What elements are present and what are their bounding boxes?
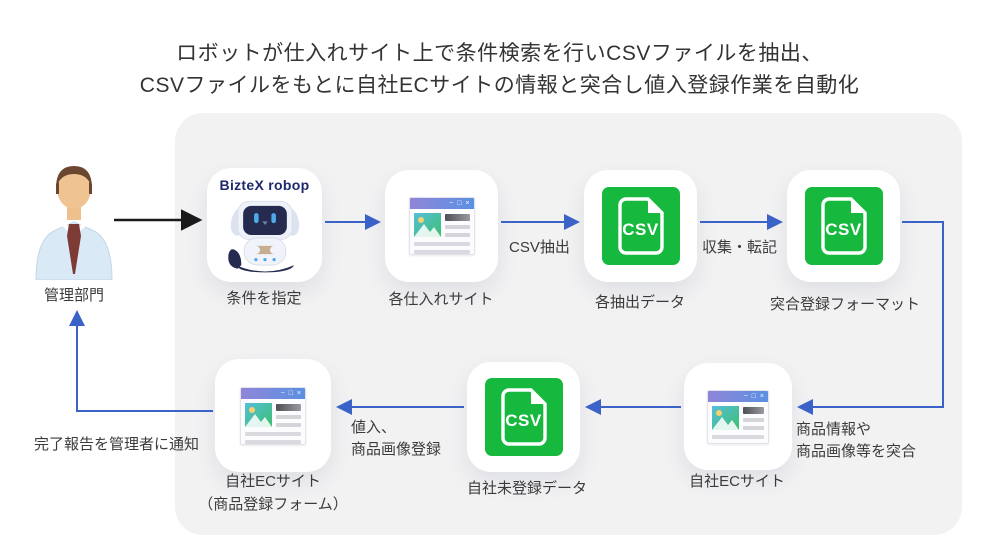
browser-titlebar: − □ × — [708, 390, 768, 402]
text-line-placeholder — [712, 434, 764, 439]
unregistered-data-card: CSV — [467, 362, 580, 472]
text-line-placeholder — [743, 406, 764, 414]
text-line-placeholder — [712, 443, 764, 444]
edge-label-value-input: 値入、 商品画像登録 — [351, 417, 441, 461]
supplier-sites-label: 各仕入れサイト — [388, 291, 494, 308]
matching-format-label: 突合登録フォーマット — [769, 296, 921, 313]
edge-label-collect-transcribe: 収集・転記 — [702, 239, 778, 256]
matching-format-card: CSV — [787, 170, 900, 282]
manager-avatar — [35, 166, 113, 280]
text-line-placeholder — [245, 439, 301, 444]
text-line-placeholder — [444, 233, 470, 237]
browser-titlebar: − □ × — [409, 198, 474, 209]
edge-label-match-products-line2: 商品画像等を突合 — [796, 442, 917, 460]
robot-step-label: 条件を指定 — [226, 290, 302, 307]
diagram-title: ロボットが仕入れサイト上で条件検索を行いCSVファイルを抽出、 CSVファイルを… — [120, 38, 880, 101]
image-thumbnail-icon — [712, 405, 739, 430]
window-controls-icon: − □ × — [280, 389, 302, 397]
edge-label-value-input-line2: 商品画像登録 — [351, 440, 442, 458]
image-thumbnail-icon — [413, 213, 441, 237]
csv-label: CSV — [622, 220, 659, 239]
ec-site-form-label-line2: （商品登録フォーム） — [198, 496, 348, 514]
text-line-placeholder — [245, 431, 301, 436]
browser-icon: − □ × — [707, 389, 769, 444]
csv-file-icon: CSV — [484, 378, 563, 456]
text-line-placeholder — [444, 225, 470, 229]
ec-site-label: 自社ECサイト — [689, 473, 785, 490]
text-line-placeholder — [444, 214, 470, 221]
text-line-placeholder — [276, 403, 301, 411]
diagram-title-line2: CSVファイルをもとに自社ECサイトの情報と突合し値入登録作業を自動化 — [139, 73, 860, 97]
browser-titlebar: − □ × — [241, 387, 305, 399]
unregistered-data-label: 自社未登録データ — [466, 480, 588, 497]
text-line-placeholder — [743, 417, 764, 422]
ec-site-form-label-line1: 自社ECサイト — [225, 473, 321, 490]
browser-icon: − □ × — [240, 386, 306, 445]
edge-label-completion-report: 完了報告を管理者に通知 — [34, 436, 200, 453]
image-thumbnail-icon — [245, 402, 272, 427]
robot-icon — [227, 200, 299, 273]
robot-card: BizteX robop — [207, 168, 322, 282]
ec-site-card: − □ × — [684, 363, 792, 470]
biztex-robop-logo: BizteX robop — [219, 177, 310, 193]
csv-file-icon: CSV — [804, 187, 883, 265]
edge-label-match-products-line1: 商品情報や — [796, 421, 872, 438]
extracted-data-label: 各抽出データ — [594, 294, 686, 311]
manager-label: 管理部門 — [43, 287, 105, 304]
browser-icon: − □ × — [408, 197, 475, 255]
csv-file-icon: CSV — [601, 187, 680, 265]
text-line-placeholder — [743, 425, 764, 430]
extracted-data-card: CSV — [584, 170, 697, 282]
edge-label-csv-extract: CSV抽出 — [509, 239, 570, 256]
text-line-placeholder — [413, 242, 470, 246]
text-line-placeholder — [276, 422, 301, 427]
csv-label: CSV — [825, 220, 862, 239]
edge-label-match-products: 商品情報や 商品画像等を突合 — [796, 419, 916, 463]
supplier-sites-card: − □ × — [385, 170, 498, 282]
text-line-placeholder — [276, 414, 301, 419]
text-line-placeholder — [413, 250, 470, 254]
ec-site-form-label: 自社ECサイト （商品登録フォーム） — [198, 470, 348, 517]
window-controls-icon: − □ × — [743, 392, 765, 400]
edge-label-value-input-line1: 値入、 — [351, 419, 397, 436]
ec-site-form-card: − □ × — [215, 359, 331, 472]
window-controls-icon: − □ × — [449, 200, 471, 207]
diagram-title-line1: ロボットが仕入れサイト上で条件検索を行いCSVファイルを抽出、 — [176, 42, 823, 65]
csv-label: CSV — [505, 411, 542, 430]
